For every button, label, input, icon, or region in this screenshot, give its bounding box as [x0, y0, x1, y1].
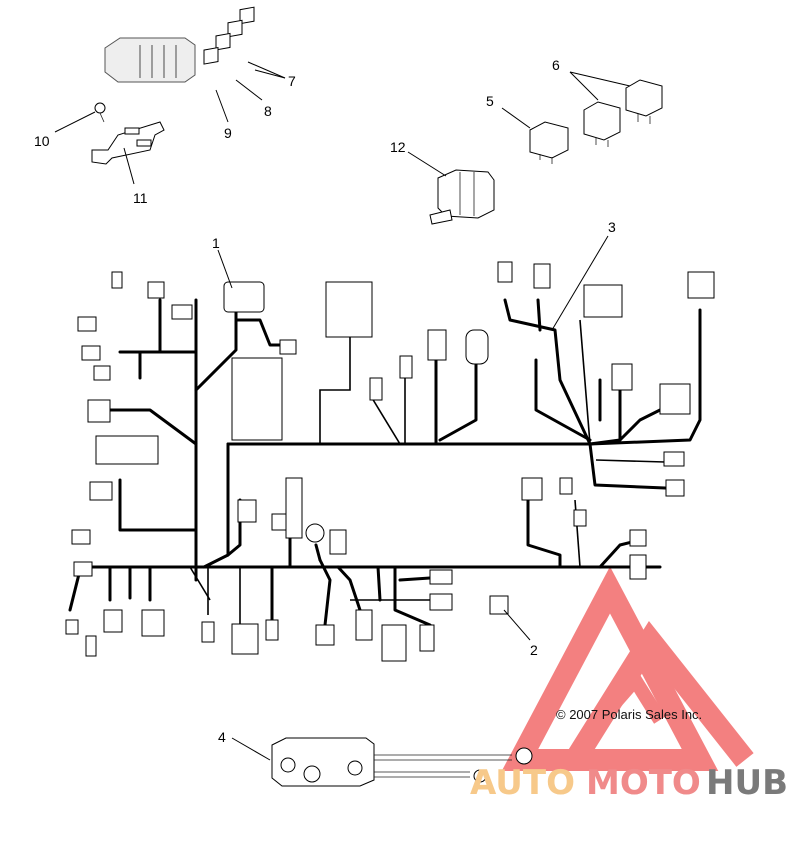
fuse-block-icon	[104, 37, 196, 83]
wiring-harness	[68, 298, 702, 627]
callout-7: 7	[288, 73, 296, 89]
callout-8: 8	[264, 103, 272, 119]
fuse-icon	[203, 6, 255, 65]
bracket-icon	[91, 102, 165, 165]
callout-1: 1	[212, 235, 220, 251]
callout-4: 4	[218, 729, 226, 745]
callout-12: 12	[390, 139, 406, 155]
relay-icon	[583, 101, 621, 147]
callout-2: 2	[530, 642, 538, 658]
copyright-text: © 2007 Polaris Sales Inc.	[556, 707, 702, 722]
watermark-text: AUTO MOTO HUB	[470, 763, 788, 803]
callout-6: 6	[552, 57, 560, 73]
connector-icon	[223, 281, 489, 441]
watermark-hub: HUB	[706, 763, 788, 803]
callout-10: 10	[34, 133, 50, 149]
callout-5: 5	[486, 93, 494, 109]
connector-icon	[71, 271, 193, 577]
watermark-logo	[501, 566, 754, 771]
connector-icon	[65, 477, 453, 662]
relay-icon	[625, 79, 663, 124]
relay-icon	[429, 169, 495, 225]
callout-3: 3	[608, 219, 616, 235]
relay-icon	[529, 121, 569, 164]
ground-strap-icon	[271, 737, 533, 787]
callout-11: 11	[133, 190, 148, 206]
connector-icon	[489, 261, 715, 615]
callout-9: 9	[224, 125, 232, 141]
watermark-auto: AUTO	[470, 763, 575, 803]
watermark-moto: MOTO	[586, 763, 701, 803]
